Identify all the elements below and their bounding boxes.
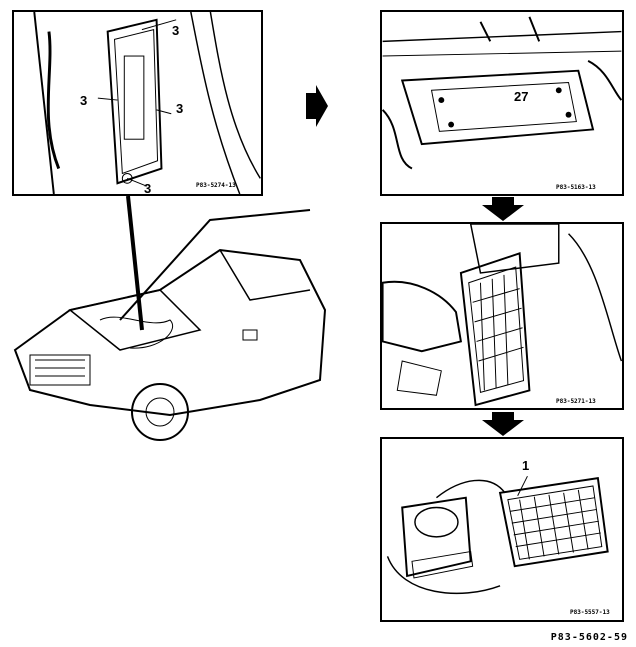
callout-27: 27 — [514, 89, 529, 104]
figure-code: P83-5271-13 — [556, 398, 596, 405]
figure-code: P83-5557-13 — [570, 609, 610, 616]
car-illustration — [13, 209, 327, 441]
arrow-right-icon — [306, 85, 328, 127]
callout-3-left: 3 — [80, 93, 88, 108]
callout-1: 1 — [522, 458, 530, 473]
figure-code: P83-5163-13 — [556, 184, 596, 191]
callout-3-top: 3 — [172, 23, 180, 38]
arrow-down-icon — [482, 197, 524, 221]
step3-illustration — [386, 475, 609, 595]
figure-code: P83-5274-13 — [196, 182, 236, 189]
detail-panel-air-filter-cover: 3 3 3 3 P83-5274-13 — [12, 10, 263, 196]
callout-3-right: 3 — [176, 101, 184, 116]
callout-3-bottom: 3 — [144, 181, 152, 196]
step3-panel-filter-element: 1 P83-5557-13 — [380, 437, 624, 622]
step1-panel-air-filter-housing: 27 P83-5163-13 — [380, 10, 624, 196]
arrow-down-icon — [482, 412, 524, 436]
step2-panel-remove-filter: P83-5271-13 — [380, 222, 624, 410]
step2-illustration — [382, 224, 622, 407]
detail-illustration — [33, 12, 261, 194]
document-code: P83-5602-59 — [550, 632, 628, 643]
step1-illustration — [382, 16, 622, 170]
